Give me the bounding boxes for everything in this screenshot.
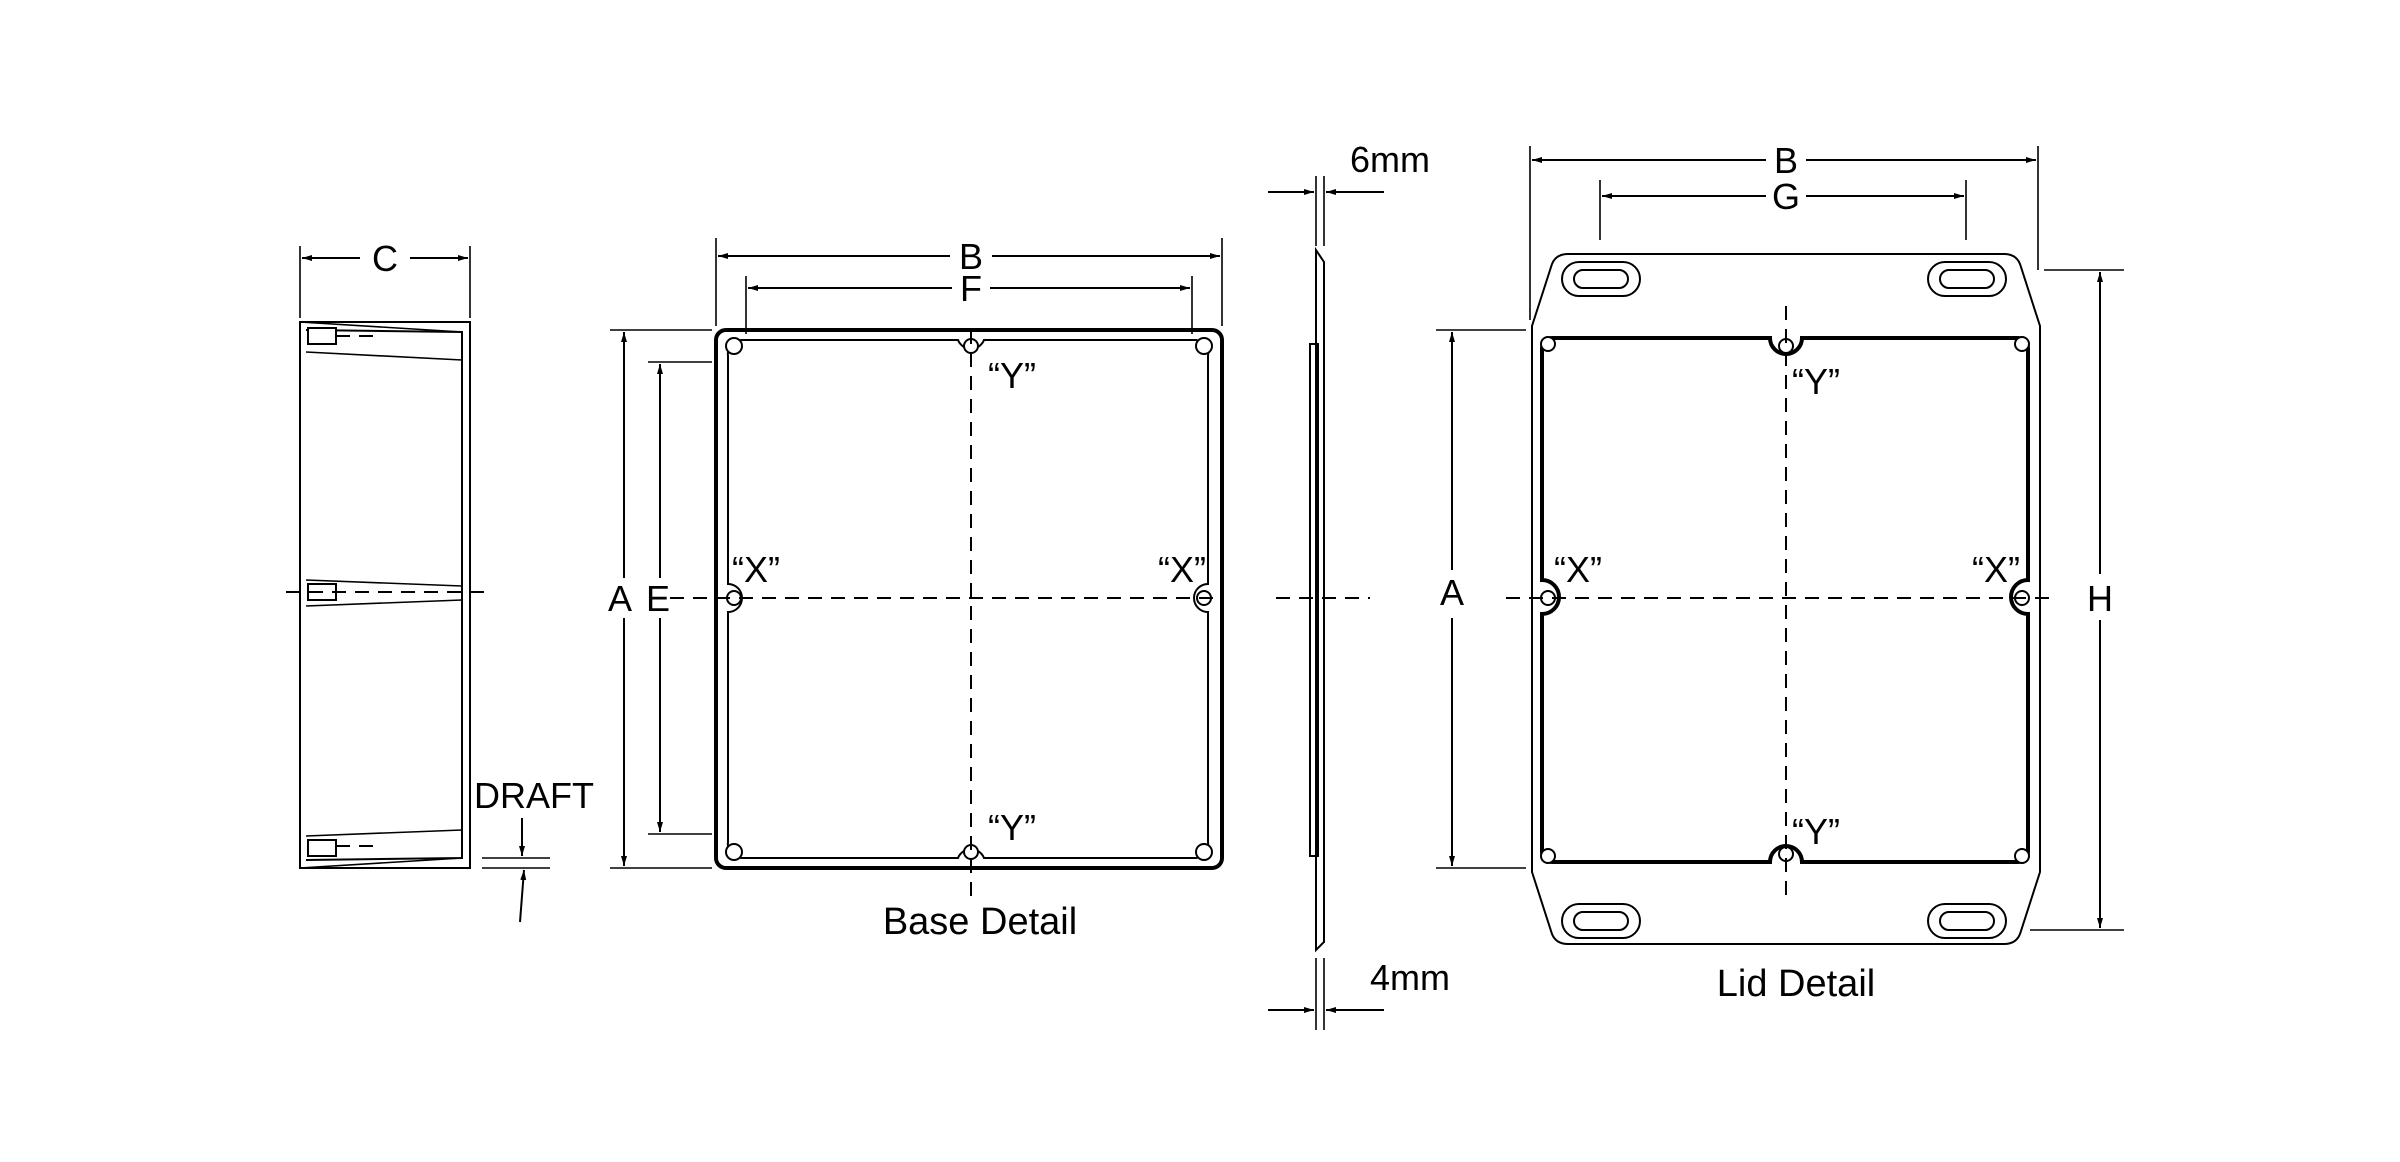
lid-detail-caption: Lid Detail (1717, 963, 1875, 1005)
base-dim-a-label: A (608, 578, 632, 619)
base-hole-corner-br (1195, 843, 1213, 861)
lid-hole-corner-tl (1540, 336, 1556, 352)
gasket-profile-seal (1309, 343, 1319, 857)
lid-dim-a-label: A (1440, 572, 1464, 613)
draft-arrow-bottom (519, 869, 527, 923)
dim-6mm-label: 6mm (1350, 139, 1430, 180)
lid-label-y-bottom: “Y” (1792, 811, 1840, 852)
screw-boss-bottom (307, 839, 337, 857)
lid-label-y-top: “Y” (1792, 361, 1840, 402)
lid-mounting-slot-tl (1561, 261, 1641, 297)
base-detail-caption: Base Detail (883, 901, 1077, 943)
side-view: C DRAFT (286, 238, 594, 923)
lid-inner-outline (1540, 336, 2030, 864)
gasket-profile: 6mm 4mm (1268, 139, 1450, 1030)
side-view-outline (299, 321, 471, 869)
lid-hole-corner-tr (2014, 336, 2030, 352)
lid-detail: “Y” “Y” “X” “X” B G A H Lid Detail (1436, 140, 2124, 1005)
screw-boss-top (307, 327, 337, 345)
base-label-y-top: “Y” (988, 355, 1036, 396)
base-dim-b-label: B (959, 236, 983, 277)
gasket-profile-outline (1315, 246, 1325, 953)
base-label-x-left: “X” (732, 549, 780, 590)
lid-hole-corner-bl (1540, 848, 1556, 864)
base-detail: “Y” “Y” “X” “X” B F A E Base Detail (608, 236, 1224, 943)
base-hole-corner-tr (1195, 337, 1213, 355)
dim-c-label: C (372, 238, 398, 279)
lid-dim-g-label: G (1772, 176, 1800, 217)
side-view-inner-wall (305, 329, 463, 861)
lid-dim-b-label: B (1774, 140, 1798, 181)
base-hole-corner-tl (725, 337, 743, 355)
lid-dim-h-label: H (2087, 578, 2113, 619)
lid-mounting-slot-bl (1561, 903, 1641, 939)
base-label-x-right: “X” (1158, 549, 1206, 590)
lid-label-x-right: “X” (1972, 549, 2020, 590)
lid-mounting-slot-br (1927, 903, 2007, 939)
base-hole-corner-bl (725, 843, 743, 861)
lid-outer-outline (1531, 253, 2041, 945)
base-dim-e-label: E (646, 578, 670, 619)
lid-hole-corner-br (2014, 848, 2030, 864)
lid-mounting-slot-tr (1927, 261, 2007, 297)
dim-4mm-label: 4mm (1370, 957, 1450, 998)
lid-label-x-left: “X” (1554, 549, 1602, 590)
base-label-y-bottom: “Y” (988, 807, 1036, 848)
base-dim-f-label: F (960, 268, 982, 309)
draft-label: DRAFT (474, 775, 594, 816)
